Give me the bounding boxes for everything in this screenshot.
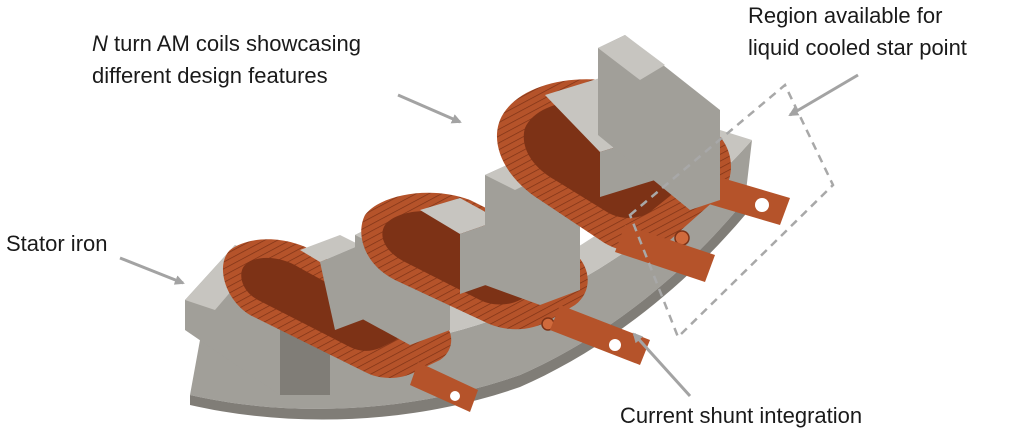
turn-count-symbol: N [92, 31, 108, 56]
coil-1-terminal-tab [410, 362, 478, 412]
stator-annotation: Stator iron [6, 231, 108, 256]
coil-2-terminal-tab [550, 305, 650, 365]
coils-arrow [397, 93, 462, 124]
cooling-annotation-line2: liquid cooled star point [748, 35, 967, 60]
shunt-annotation: Current shunt integration [620, 403, 863, 428]
coils-annotation: N turn AM coils showcasing [92, 30, 361, 58]
stator-arrow [119, 256, 185, 285]
coils-annotation-line2: different design features [92, 63, 328, 88]
cooling-arrow [788, 73, 859, 117]
cooling-annotation-line1: Region available for [748, 3, 943, 28]
cooling-region-outline [628, 83, 835, 340]
shunt-arrow [632, 332, 692, 398]
coils-annotation-line1: turn AM coils showcasing [107, 31, 361, 56]
